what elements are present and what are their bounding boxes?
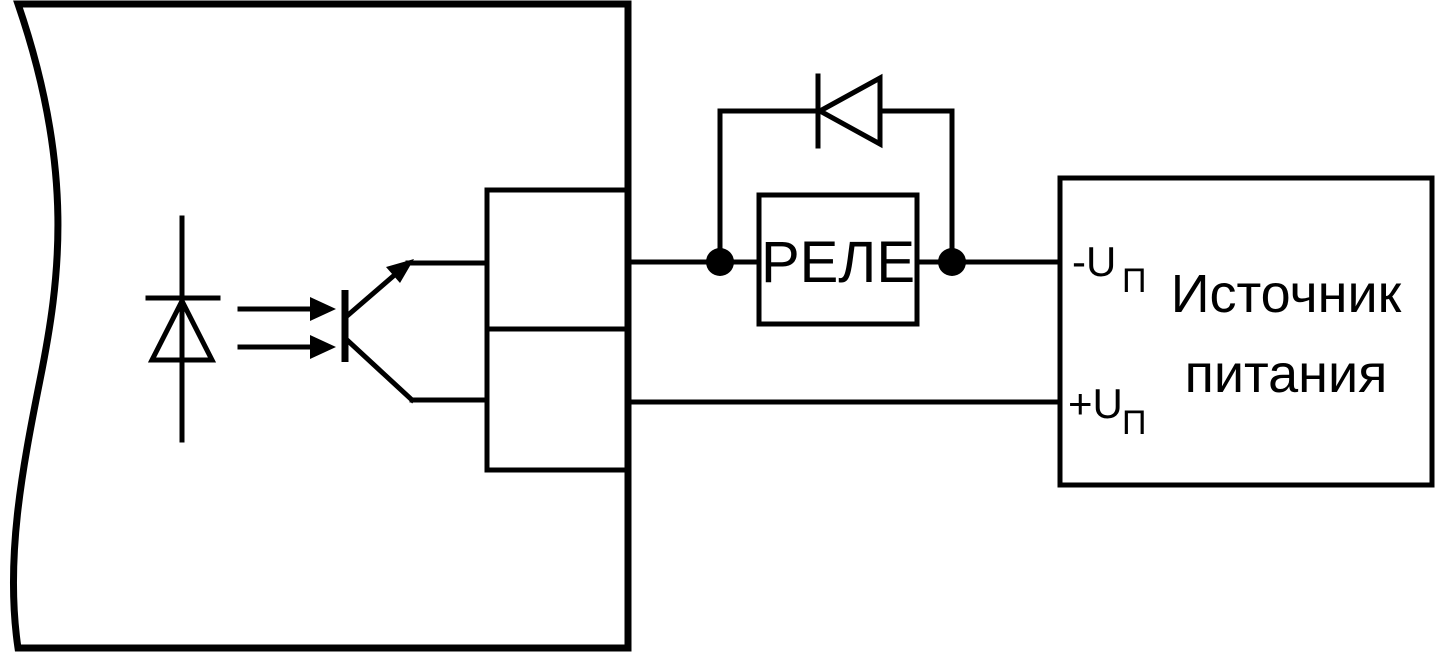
relay-box xyxy=(756,192,920,327)
terminal-block-top xyxy=(484,187,631,332)
svg-text:П: П xyxy=(1122,262,1146,300)
svg-text:П: П xyxy=(1122,404,1146,442)
led-symbol xyxy=(145,215,221,443)
phototransistor-symbol xyxy=(341,259,490,404)
power-supply-line2: питания xyxy=(1185,344,1388,404)
svg-text:-U: -U xyxy=(1072,238,1116,285)
light-arrows xyxy=(237,297,336,359)
flyback-diode xyxy=(717,73,955,265)
terminal-minus-label: -U П xyxy=(1072,238,1146,300)
device-enclosure xyxy=(9,0,632,652)
terminal-block-bottom xyxy=(484,326,631,473)
terminal-plus-label: +U П xyxy=(1068,380,1146,442)
svg-text:+U: +U xyxy=(1068,380,1123,427)
power-supply-line1: Источник xyxy=(1171,264,1402,324)
power-supply-box xyxy=(1057,175,1435,488)
relay-label: РЕЛЕ xyxy=(761,230,915,295)
